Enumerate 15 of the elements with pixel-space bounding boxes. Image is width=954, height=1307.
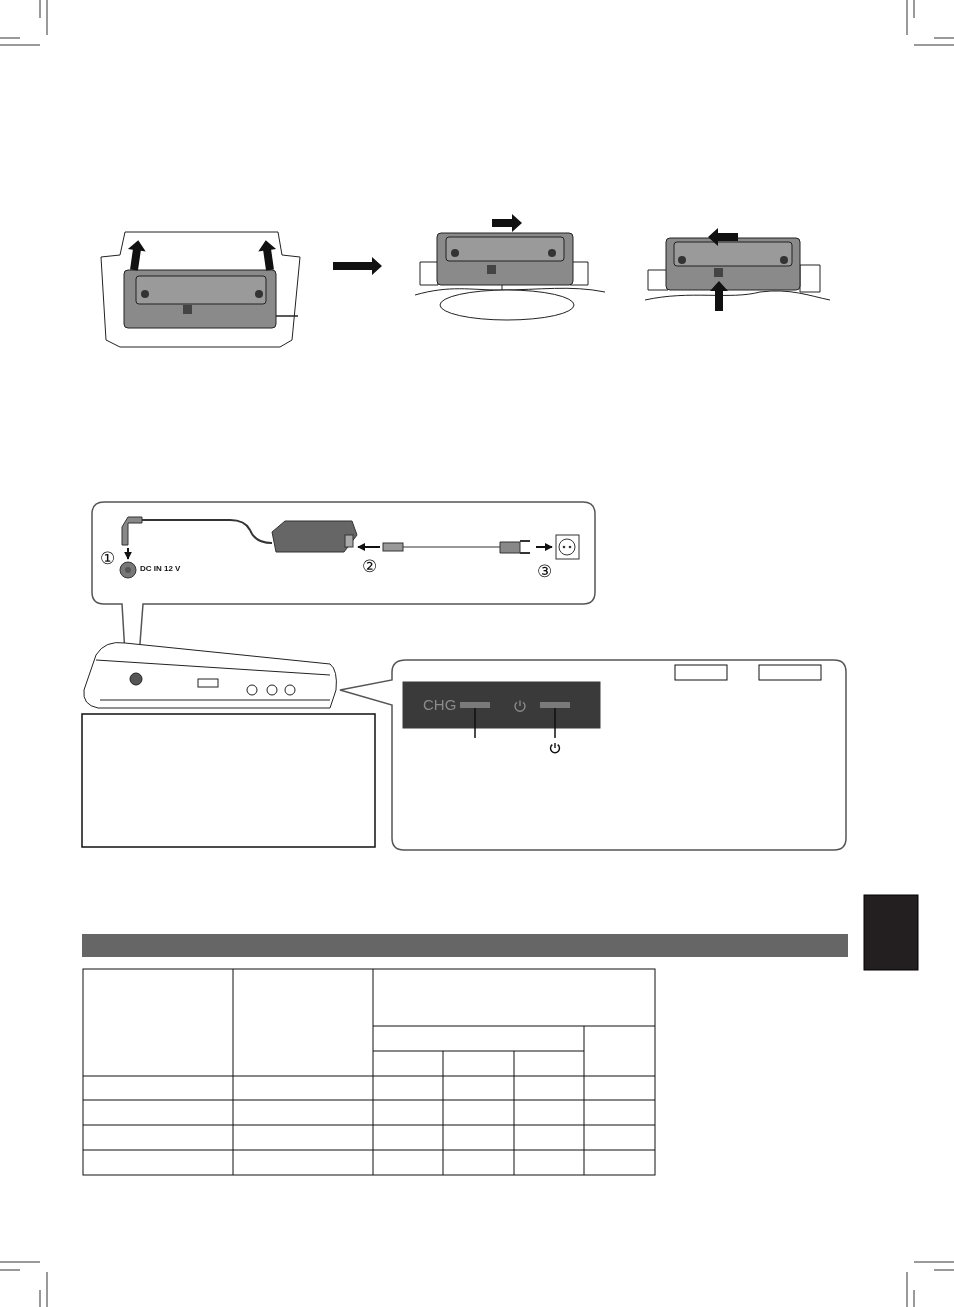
label-box xyxy=(758,664,822,681)
jack-label: DC IN 12 V xyxy=(140,565,181,573)
step-number: ② xyxy=(362,558,377,575)
step-number: ③ xyxy=(537,563,552,580)
note-box xyxy=(81,713,376,848)
section-bar xyxy=(82,934,848,957)
power-indicator xyxy=(540,702,570,708)
label-box xyxy=(674,664,728,681)
side-tab xyxy=(863,894,919,971)
indicator-panel xyxy=(402,681,601,729)
indicator-label: CHG xyxy=(423,697,457,712)
leader-line xyxy=(554,707,556,739)
leader-line xyxy=(474,707,476,739)
charge-indicator xyxy=(460,702,490,708)
step-number: ① xyxy=(100,550,115,567)
